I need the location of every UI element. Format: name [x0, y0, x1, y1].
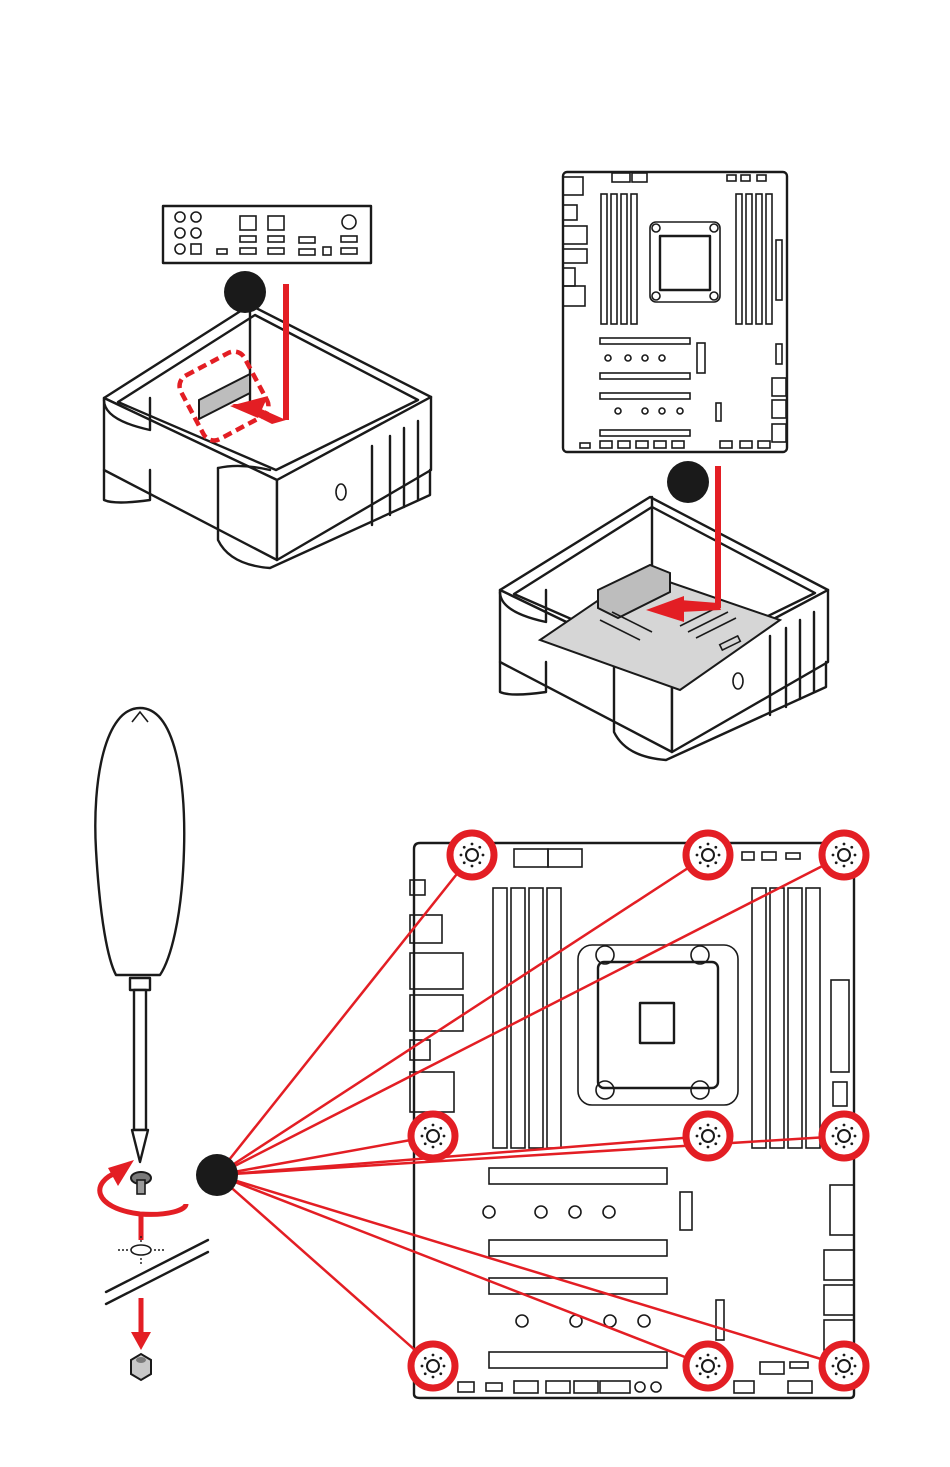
- rotate-arrow-head: [108, 1160, 134, 1186]
- screw-hole-marker: [822, 1344, 866, 1388]
- step-marker-2: [667, 461, 709, 503]
- motherboard-large: [410, 843, 854, 1398]
- step-marker-1: [224, 271, 266, 313]
- screw-icon: [131, 1172, 151, 1194]
- screw-hole-marker: [686, 1114, 730, 1158]
- pc-case-2: [500, 466, 828, 760]
- screwdriver-icon: [95, 708, 184, 1162]
- screw-hole-marker: [450, 833, 494, 877]
- connector-line: [217, 1175, 433, 1366]
- screw-hole-marker: [822, 833, 866, 877]
- screw-hole-marker: [686, 1344, 730, 1388]
- screw-hole-marker: [822, 1114, 866, 1158]
- screw-hole-marker: [411, 1344, 455, 1388]
- step-marker-3: [196, 1154, 238, 1196]
- pc-case-1: [104, 284, 431, 568]
- standoff-hole: [131, 1245, 151, 1255]
- io-shield-plate: [163, 206, 371, 263]
- screw-hole-marker: [411, 1114, 455, 1158]
- screw-hole-marker: [686, 833, 730, 877]
- step3-screw-fastening: [95, 708, 866, 1398]
- step2-motherboard-install: [500, 172, 828, 760]
- step1-io-shield-install: [104, 206, 431, 568]
- motherboard-small: [563, 172, 787, 452]
